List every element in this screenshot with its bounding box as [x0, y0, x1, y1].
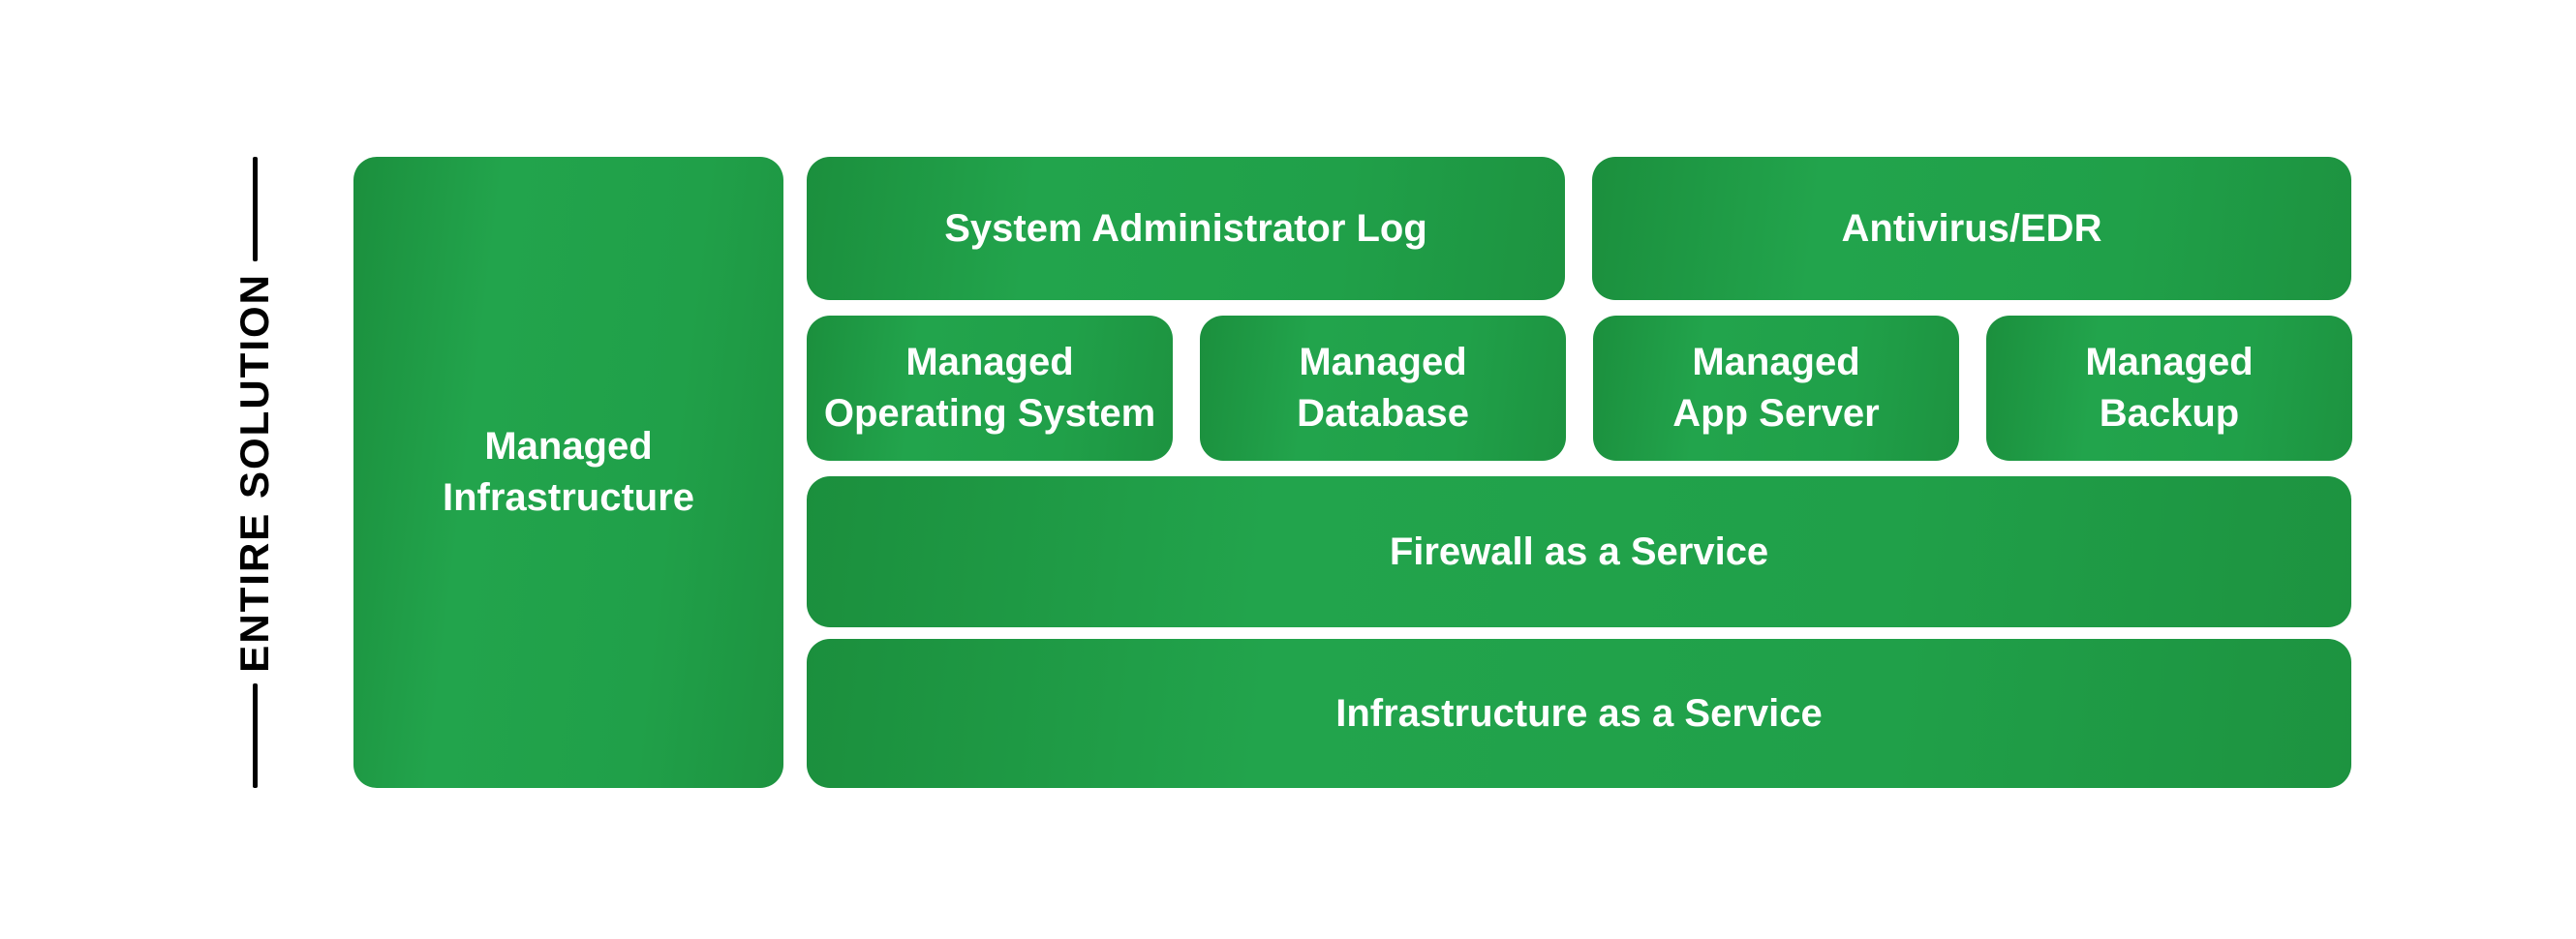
- box-managed-database: Managed Database: [1200, 316, 1566, 461]
- box-infrastructure-as-a-service: Infrastructure as a Service: [807, 639, 2351, 788]
- box-managed-app-server: Managed App Server: [1593, 316, 1959, 461]
- entire-solution-label: ENTIRE SOLUTION: [231, 272, 277, 673]
- box-firewall-as-a-service: Firewall as a Service: [807, 476, 2351, 627]
- box-managed-operating-system: Managed Operating System: [807, 316, 1173, 461]
- entire-solution-rail: ENTIRE SOLUTION: [217, 157, 292, 788]
- rail-line-bottom: [252, 683, 258, 788]
- pillar-managed-infrastructure: Managed Infrastructure: [353, 157, 783, 788]
- box-managed-backup: Managed Backup: [1986, 316, 2352, 461]
- box-system-administrator-log: System Administrator Log: [807, 157, 1565, 300]
- rail-line-top: [252, 157, 258, 261]
- box-antivirus-edr: Antivirus/EDR: [1592, 157, 2351, 300]
